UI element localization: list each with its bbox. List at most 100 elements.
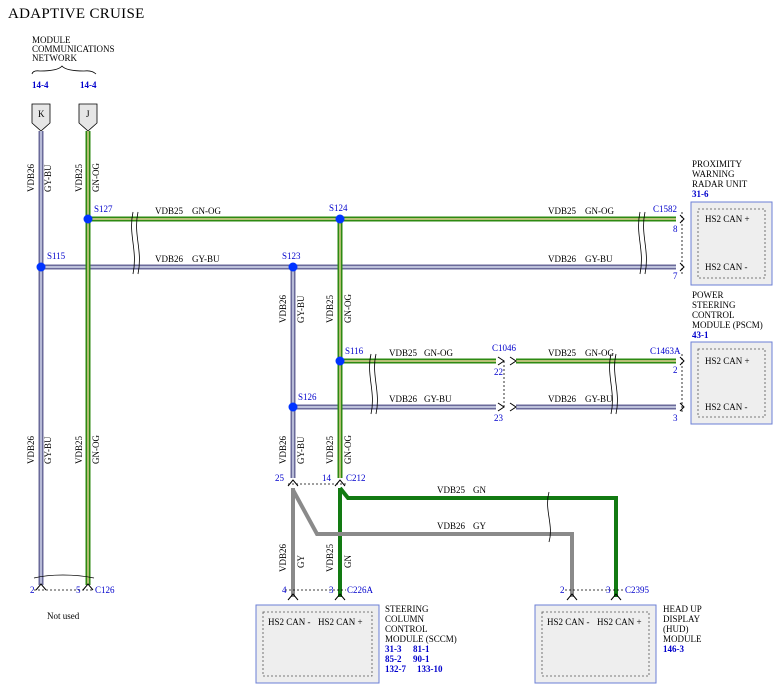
svg-text:HS2 CAN +: HS2 CAN + <box>318 617 363 627</box>
svg-text:GY-BU: GY-BU <box>43 436 53 464</box>
connector-c126[interactable]: C126 <box>95 585 115 595</box>
svg-text:132-7[interactable]: 132-7 <box>385 664 406 674</box>
svg-text:GN-OG: GN-OG <box>585 348 614 358</box>
splice-s127[interactable] <box>83 214 93 224</box>
splice-s116[interactable] <box>335 356 345 366</box>
svg-text:VDB26: VDB26 <box>278 543 288 572</box>
svg-text:PROXIMITY: PROXIMITY <box>692 159 743 169</box>
svg-text:GY-BU: GY-BU <box>192 254 220 264</box>
svg-text:CONTROL: CONTROL <box>692 310 735 320</box>
svg-text:GN: GN <box>343 555 353 568</box>
svg-text:VDB25: VDB25 <box>325 294 335 323</box>
radar-ref-link[interactable]: 31-6 <box>692 189 709 199</box>
module-radar[interactable]: PROXIMITY WARNING RADAR UNIT 31-6 HS2 CA… <box>690 159 773 286</box>
svg-text:CONTROL: CONTROL <box>385 624 428 634</box>
svg-text:14: 14 <box>322 473 332 483</box>
svg-text:22: 22 <box>494 367 503 377</box>
svg-text:23: 23 <box>494 413 504 423</box>
svg-text:S126: S126 <box>298 392 317 402</box>
splice-s123[interactable] <box>288 262 298 272</box>
svg-text:GN-OG: GN-OG <box>91 435 101 464</box>
svg-text:GY-BU: GY-BU <box>424 394 452 404</box>
svg-text:DISPLAY: DISPLAY <box>663 614 701 624</box>
svg-text:VDB25: VDB25 <box>437 485 466 495</box>
svg-text:VDB26: VDB26 <box>548 254 577 264</box>
svg-text:GN-OG: GN-OG <box>192 206 221 216</box>
svg-text:3: 3 <box>606 585 611 595</box>
svg-text:85-2[interactable]: 85-2 <box>385 654 402 664</box>
svg-text:GY-BU: GY-BU <box>296 436 306 464</box>
wire-labels: VDB26 GY-BU VDB25 GN-OG VDB26 GY-BU VDB2… <box>26 163 614 572</box>
svg-text:S115: S115 <box>47 251 66 261</box>
splice-s115[interactable] <box>36 262 46 272</box>
svg-text:31-3[interactable]: 31-3 <box>385 644 402 654</box>
svg-text:STEERING: STEERING <box>692 300 736 310</box>
svg-text:GN-OG: GN-OG <box>91 163 101 192</box>
connector-k[interactable]: K <box>31 103 51 132</box>
svg-text:POWER: POWER <box>692 290 724 300</box>
module-pscm[interactable]: POWER STEERING CONTROL MODULE (PSCM) 43-… <box>690 290 773 425</box>
connector-c1582[interactable]: C1582 <box>653 204 677 214</box>
svg-text:3: 3 <box>329 585 334 595</box>
network-ref-j[interactable]: 14-4 <box>80 80 97 90</box>
splice-s126[interactable] <box>288 402 298 412</box>
splice-s124[interactable] <box>335 214 345 224</box>
svg-text:K: K <box>38 109 45 119</box>
module-hud[interactable]: HS2 CAN - HS2 CAN + HEAD UP DISPLAY (HUD… <box>534 604 702 684</box>
svg-text:GN-OG: GN-OG <box>585 206 614 216</box>
network-ref-k[interactable]: 14-4 <box>32 80 49 90</box>
svg-text:(HUD): (HUD) <box>663 624 689 634</box>
wire-gn[interactable] <box>338 486 618 597</box>
svg-text:VDB25: VDB25 <box>325 543 335 572</box>
wire-gy[interactable] <box>291 488 574 597</box>
svg-text:STEERING: STEERING <box>385 604 429 614</box>
connector-chevrons <box>35 214 685 601</box>
svg-text:HEAD UP: HEAD UP <box>663 604 702 614</box>
connector-c1046[interactable]: C1046 <box>492 343 517 353</box>
connector-c1463a[interactable]: C1463A <box>650 346 681 356</box>
svg-text:VDB25: VDB25 <box>548 206 577 216</box>
svg-text:RADAR UNIT: RADAR UNIT <box>692 179 748 189</box>
svg-text:5: 5 <box>76 585 81 595</box>
svg-text:S127: S127 <box>94 204 113 214</box>
svg-text:25: 25 <box>275 473 285 483</box>
svg-text:VDB25: VDB25 <box>74 163 84 192</box>
svg-text:VDB26: VDB26 <box>278 435 288 464</box>
svg-text:HS2 CAN -: HS2 CAN - <box>705 402 748 412</box>
network-label: MODULE COMMUNICATIONS NETWORK <box>32 35 115 63</box>
svg-text:S124: S124 <box>329 203 348 213</box>
svg-text:GN-OG: GN-OG <box>424 348 453 358</box>
svg-text:HS2 CAN -: HS2 CAN - <box>547 617 590 627</box>
module-sccm[interactable]: HS2 CAN - HS2 CAN + STEERING COLUMN CONT… <box>255 604 457 684</box>
svg-text:HS2 CAN +: HS2 CAN + <box>597 617 642 627</box>
connector-labels: C1582 8 7 C1046 22 23 C1463A 2 3 25 14 C… <box>30 204 681 621</box>
svg-text:VDB26: VDB26 <box>278 294 288 323</box>
svg-text:2: 2 <box>560 585 565 595</box>
svg-text:VDB26: VDB26 <box>26 435 36 464</box>
svg-text:VDB26: VDB26 <box>437 521 466 531</box>
svg-text:COLUMN: COLUMN <box>385 614 425 624</box>
splices: S127 S124 S115 S123 S116 S126 <box>36 203 364 412</box>
not-used-label: Not used <box>47 611 80 621</box>
svg-text:VDB25: VDB25 <box>155 206 184 216</box>
svg-text:81-1[interactable]: 81-1 <box>413 644 430 654</box>
connector-c2395[interactable]: C2395 <box>625 585 650 595</box>
connector-j[interactable]: J <box>78 103 98 132</box>
svg-text:90-1[interactable]: 90-1 <box>413 654 430 664</box>
svg-text:S116: S116 <box>345 346 364 356</box>
hud-ref-link[interactable]: 146-3 <box>663 644 684 654</box>
svg-text:MODULE: MODULE <box>663 634 702 644</box>
pscm-ref-link[interactable]: 43-1 <box>692 330 709 340</box>
svg-text:VDB26: VDB26 <box>26 163 36 192</box>
connector-c226a[interactable]: C226A <box>347 585 374 595</box>
svg-text:2: 2 <box>30 585 35 595</box>
connector-c212[interactable]: C212 <box>346 473 366 483</box>
svg-text:MODULE (SCCM): MODULE (SCCM) <box>385 634 457 644</box>
page-title: ADAPTIVE CRUISE <box>8 6 145 22</box>
svg-text:HS2 CAN -: HS2 CAN - <box>705 262 748 272</box>
svg-text:GY: GY <box>473 521 486 531</box>
svg-text:VDB25: VDB25 <box>548 348 577 358</box>
svg-text:2: 2 <box>673 365 678 375</box>
svg-text:133-10[interactable]: 133-10 <box>417 664 443 674</box>
